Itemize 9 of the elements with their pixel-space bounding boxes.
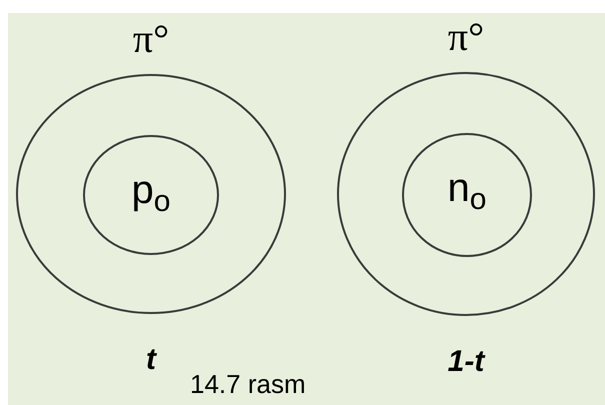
- ring-label: π°: [132, 15, 170, 63]
- probability-label: 1-t: [446, 344, 486, 380]
- inner-ring: [402, 133, 532, 257]
- ring-label: π°: [446, 13, 486, 61]
- particle-label: n$_{o}$: [446, 165, 488, 213]
- inner-ring: [83, 135, 219, 255]
- caption: 14.7 rasm: [190, 368, 306, 400]
- particle-label: p$_{o}$: [130, 167, 172, 215]
- probability-label: t: [145, 342, 158, 378]
